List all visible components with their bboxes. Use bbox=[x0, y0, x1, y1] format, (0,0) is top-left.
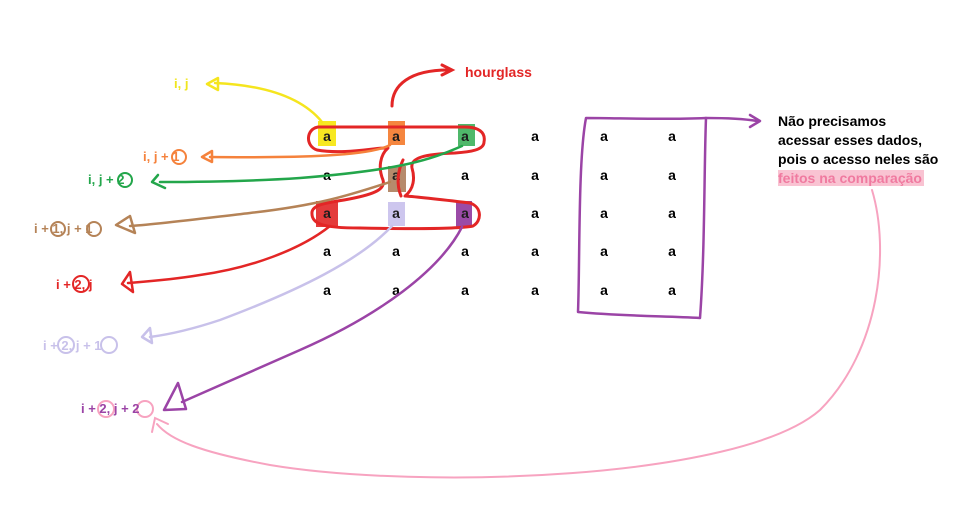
label-i1-j1: i + 1, j + 1 bbox=[34, 221, 93, 236]
label-i-j: i, j bbox=[174, 76, 188, 91]
grid-cell-r2-c0: a bbox=[323, 205, 331, 221]
arrow-i1-j1 bbox=[128, 180, 392, 228]
grid-cell-r4-c4: a bbox=[600, 282, 608, 298]
grid-cell-r4-c0: a bbox=[323, 282, 331, 298]
grid-cell-r2-c1: a bbox=[392, 205, 400, 221]
label-i2-j1: i + 2, j + 1 bbox=[43, 338, 102, 353]
cell-highlight-i2-j bbox=[316, 201, 338, 227]
grid-cell-r0-c3: a bbox=[531, 128, 539, 144]
grid-cell-r3-c2: a bbox=[461, 243, 469, 259]
arrowhead-i2-j1 bbox=[140, 326, 154, 345]
grid-cell-r2-c3: a bbox=[531, 205, 539, 221]
arrow-i2-j2 bbox=[180, 225, 464, 404]
label-i-j2: i, j + 2 bbox=[88, 172, 125, 187]
arrowhead-i-j bbox=[205, 76, 220, 92]
grid-cell-r0-c2: a bbox=[461, 128, 469, 144]
grid-cell-r4-c1: a bbox=[392, 282, 400, 298]
grid-cell-r3-c3: a bbox=[531, 243, 539, 259]
grid-cell-r3-c0: a bbox=[323, 243, 331, 259]
arrow-i2-j1 bbox=[148, 224, 394, 339]
cell-highlight-i2-j2 bbox=[456, 201, 472, 227]
label-circles bbox=[50, 149, 187, 418]
arrowhead-i2-j bbox=[120, 270, 135, 294]
grid-cell-r0-c1: a bbox=[392, 128, 400, 144]
note-line-2: acessar esses dados, bbox=[778, 132, 922, 148]
grid-cell-r2-c4: a bbox=[600, 205, 608, 221]
grid-cell-r1-c4: a bbox=[600, 167, 608, 183]
unused-columns-box bbox=[576, 113, 762, 320]
index-labels: i, j i, j + 1 i, j + 2 i + 1, j + 1 i + … bbox=[34, 76, 188, 416]
grid-cell-r3-c1: a bbox=[392, 243, 400, 259]
note-line-1: Não precisamos bbox=[778, 113, 887, 129]
arrow-i2-j bbox=[126, 224, 332, 285]
arrowhead-i-j1 bbox=[200, 149, 214, 164]
grid-cell-r4-c5: a bbox=[668, 282, 676, 298]
grid-cell-r1-c3: a bbox=[531, 167, 539, 183]
grid-cell-r3-c4: a bbox=[600, 243, 608, 259]
hourglass-label: hourglass bbox=[465, 64, 532, 80]
arrow-i-j1 bbox=[208, 143, 392, 159]
note-text: Não precisamos acessar esses dados, pois… bbox=[778, 112, 973, 188]
note-line-3: pois o acesso neles são bbox=[778, 151, 939, 167]
arrow-i-j2 bbox=[158, 144, 464, 184]
grid-cell-r1-c1: a bbox=[392, 167, 400, 183]
hourglass-outline bbox=[307, 125, 486, 231]
grid-cell-r1-c5: a bbox=[668, 167, 676, 183]
grid-cell-r0-c0: a bbox=[323, 128, 331, 144]
grid-cell-r0-c4: a bbox=[600, 128, 608, 144]
cell-highlight-i-j2 bbox=[458, 124, 475, 146]
arrowhead-i1-j1 bbox=[114, 214, 137, 235]
cell-highlight-i2-j1 bbox=[388, 202, 405, 226]
grid-cell-r2-c5: a bbox=[668, 205, 676, 221]
grid-cell-r4-c3: a bbox=[531, 282, 539, 298]
grid-cell-r2-c2: a bbox=[461, 205, 469, 221]
grid-cell-r4-c2: a bbox=[461, 282, 469, 298]
arrowhead-i2-j2 bbox=[162, 381, 188, 412]
hourglass-pointer bbox=[390, 63, 456, 108]
grid-cell-r0-c5: a bbox=[668, 128, 676, 144]
cell-arrows bbox=[114, 76, 464, 412]
grid-cell-r1-c2: a bbox=[461, 167, 469, 183]
label-i2-j: i + 2, j bbox=[56, 277, 93, 292]
label-i-j1: i, j + 1 bbox=[143, 149, 180, 164]
arrow-i-j bbox=[213, 81, 324, 124]
label-i2-j2: i + 2, j + 2 bbox=[81, 401, 140, 416]
grid-cell-r3-c5: a bbox=[668, 243, 676, 259]
arrowhead-i-j2 bbox=[150, 173, 167, 190]
note-line-4: feitos na comparação bbox=[778, 170, 924, 186]
note-arrow bbox=[151, 189, 882, 479]
